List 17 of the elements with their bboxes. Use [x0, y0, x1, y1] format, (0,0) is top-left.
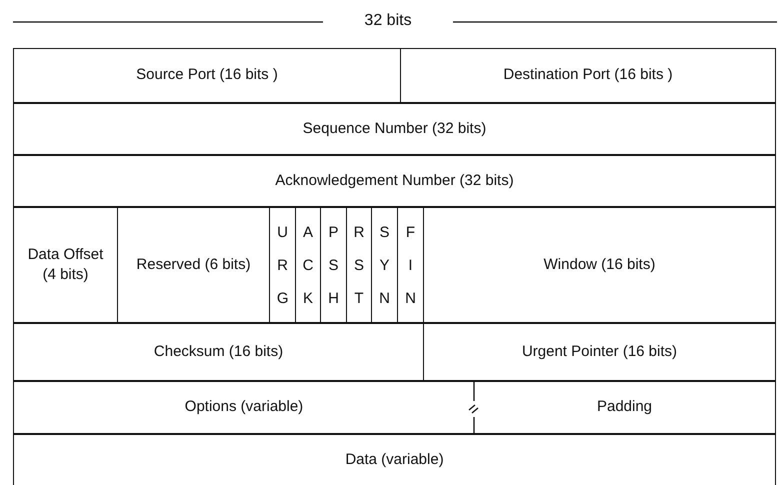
header-field: Checksum (16 bits) — [13, 323, 423, 381]
header-field: Data (variable) — [13, 434, 776, 485]
header-field: Reserved (6 bits) — [117, 207, 269, 323]
header-field: Acknowledgement Number (32 bits) — [13, 155, 776, 207]
flag-field: PSH — [320, 207, 346, 323]
flag-field: ACK — [295, 207, 320, 323]
diagram-title: 32 bits — [363, 12, 413, 30]
header-field: Window (16 bits) — [423, 207, 776, 323]
flag-field: FIN — [397, 207, 423, 323]
header-field: Data Offset (4 bits) — [13, 207, 117, 323]
header-field: Urgent Pointer (16 bits) — [423, 323, 776, 381]
header-field: Sequence Number (32 bits) — [13, 103, 776, 155]
flag-field: SYN — [371, 207, 397, 323]
flag-field: URG — [269, 207, 295, 323]
flag-field: RST — [346, 207, 371, 323]
header-field: Source Port (16 bits ) — [13, 48, 400, 103]
header-field: Destination Port (16 bits ) — [400, 48, 776, 103]
